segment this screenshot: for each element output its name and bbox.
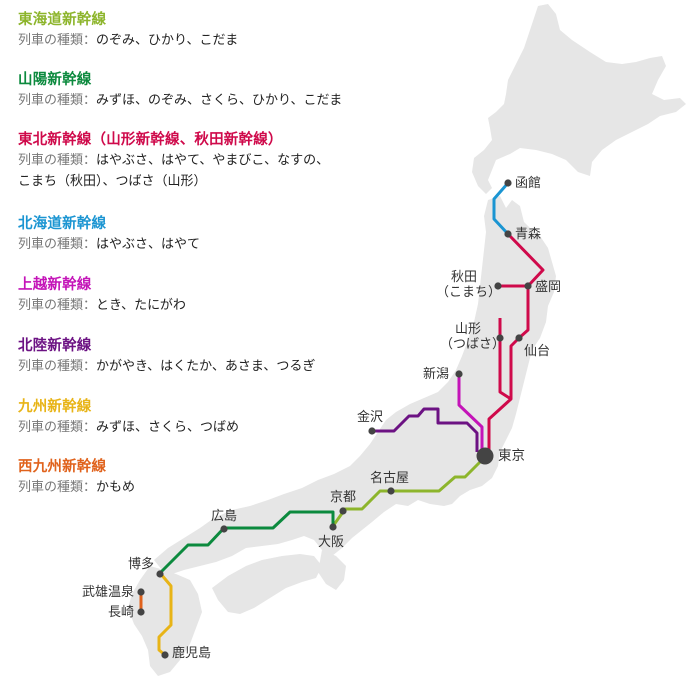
japan-landmass: [128, 4, 686, 676]
station-dot-sendai[interactable]: [515, 334, 523, 342]
line-name: 上越新幹線: [18, 277, 92, 293]
station-dot-nagasaki[interactable]: [137, 608, 145, 616]
line-name: 西九州新幹線: [18, 459, 107, 475]
station-dot-hakata[interactable]: [156, 570, 164, 578]
station-label-yamagata: 山形 （つばさ）: [440, 322, 506, 352]
station-label-tokyo: 東京: [498, 448, 525, 464]
legend-item-kyushu: 九州新幹線 列車の種類：みずほ、さくら、つばめ: [18, 397, 239, 438]
train-types-label: 列車の種類：: [18, 359, 97, 374]
line-name: 北海道新幹線: [18, 216, 107, 232]
kyushu-shinkansen-line: [157, 572, 173, 657]
train-types-values: のぞみ、ひかり、こだま: [96, 33, 239, 48]
station-label-aomori: 青森: [515, 227, 542, 242]
station-label-akita-name: 秋田: [450, 270, 477, 285]
train-types: 列車の種類：かもめ: [18, 478, 135, 498]
train-types-continued: こまち（秋田）、つばさ（山形）: [18, 172, 329, 192]
train-types-values: かもめ: [96, 480, 136, 495]
yamagata-shinkansen-line: [498, 318, 512, 401]
line-name: 東北新幹線（山形新幹線、秋田新幹線）: [18, 132, 283, 148]
station-dot-nagoya[interactable]: [387, 487, 395, 495]
train-types-label: 列車の種類：: [18, 298, 97, 313]
station-label-nagasaki: 長崎: [107, 605, 134, 620]
station-label-morioka: 盛岡: [535, 280, 562, 295]
legend-item-nishikyushu: 西九州新幹線 列車の種類：かもめ: [18, 457, 135, 498]
station-label-yamagata-name: 山形: [454, 322, 481, 337]
train-types-values: とき、たにがわ: [96, 298, 186, 313]
train-types-values: はやぶさ、はやて: [96, 237, 201, 252]
joetsu-shinkansen-line: [457, 374, 484, 452]
train-types: 列車の種類：はやぶさ、はやて、やまびこ、なすの、: [18, 151, 329, 171]
station-dot-yamagata[interactable]: [496, 334, 504, 342]
station-label-nagoya: 名古屋: [370, 471, 410, 486]
station-dot-kyoto[interactable]: [339, 507, 347, 515]
train-types-values: みずほ、さくら、つばめ: [96, 420, 240, 435]
line-name: 九州新幹線: [18, 399, 92, 415]
station-label-hakata: 博多: [127, 557, 154, 572]
line-name: 山陽新幹線: [18, 72, 92, 88]
station-dot-takeo-onsen[interactable]: [137, 588, 145, 596]
shikoku-island: [212, 554, 322, 614]
station-dot-morioka[interactable]: [524, 282, 532, 290]
station-label-akita: 秋田 （こまち）: [436, 270, 502, 300]
legend-item-tohoku: 東北新幹線（山形新幹線、秋田新幹線） 列車の種類：はやぶさ、はやて、やまびこ、な…: [18, 130, 329, 192]
train-types-label: 列車の種類：: [18, 93, 97, 108]
train-types-label: 列車の種類：: [18, 420, 97, 435]
train-types: 列車の種類：かがやき、はくたか、あさま、つるぎ: [18, 357, 315, 377]
legend-item-joetsu: 上越新幹線 列車の種類：とき、たにがわ: [18, 275, 186, 316]
train-types-values: はやぶさ、はやて、やまびこ、なすの、: [96, 153, 330, 168]
legend-item-hokuriku: 北陸新幹線 列車の種類：かがやき、はくたか、あさま、つるぎ: [18, 336, 315, 377]
station-label-takeo-onsen: 武雄温泉: [81, 585, 134, 600]
train-types-label: 列車の種類：: [18, 33, 97, 48]
honshu-island: [154, 196, 556, 574]
train-types: 列車の種類：みずほ、のぞみ、さくら、ひかり、こだま: [18, 91, 342, 111]
train-types-label: 列車の種類：: [18, 480, 97, 495]
train-types-values: みずほ、のぞみ、さくら、ひかり、こだま: [96, 93, 343, 108]
station-dot-hakodate[interactable]: [504, 179, 512, 187]
station-label-hakodate: 函館: [515, 176, 542, 191]
station-label-hiroshima: 広島: [211, 509, 238, 524]
station-label-niigata: 新潟: [423, 367, 450, 382]
train-types: 列車の種類：のぞみ、ひかり、こだま: [18, 31, 238, 51]
hokkaido-shinkansen-line: [492, 182, 510, 236]
legend-item-sanyo: 山陽新幹線 列車の種類：みずほ、のぞみ、さくら、ひかり、こだま: [18, 70, 342, 111]
station-label-kanazawa: 金沢: [357, 410, 384, 425]
station-dot-aomori[interactable]: [504, 230, 512, 238]
sanyo-shinkansen-line: [158, 510, 335, 575]
train-types: 列車の種類：みずほ、さくら、つばめ: [18, 418, 239, 438]
train-types-values: かがやき、はくたか、あさま、つるぎ: [96, 359, 316, 374]
legend-item-tokaido: 東海道新幹線 列車の種類：のぞみ、ひかり、こだま: [18, 10, 238, 51]
train-types-label: 列車の種類：: [18, 237, 97, 252]
kii-peninsula: [318, 550, 346, 590]
station-label-kyoto: 京都: [330, 490, 357, 505]
line-name: 東海道新幹線: [18, 12, 107, 28]
hokkaido-island: [472, 4, 686, 194]
station-dot-kagoshima[interactable]: [161, 651, 169, 659]
train-types-label: 列車の種類：: [18, 153, 97, 168]
station-dot-niigata[interactable]: [455, 370, 463, 378]
station-dot-akita[interactable]: [494, 282, 502, 290]
station-dot-hiroshima[interactable]: [220, 525, 228, 533]
station-dot-tokyo[interactable]: [476, 447, 494, 465]
line-name: 北陸新幹線: [18, 338, 92, 354]
station-label-akita-sub: （こまち）: [436, 285, 502, 300]
legend-item-hokkaido: 北海道新幹線 列車の種類：はやぶさ、はやて: [18, 214, 200, 255]
hokuriku-shinkansen-line: [372, 407, 479, 452]
train-types: 列車の種類：とき、たにがわ: [18, 296, 186, 316]
train-types: 列車の種類：はやぶさ、はやて: [18, 235, 200, 255]
station-dot-kanazawa[interactable]: [368, 427, 376, 435]
station-label-osaka: 大阪: [318, 535, 345, 550]
station-dot-osaka[interactable]: [329, 523, 337, 531]
kyushu-island: [128, 566, 202, 676]
station-label-yamagata-sub: （つばさ）: [440, 337, 506, 352]
station-label-kagoshima: 鹿児島: [172, 646, 212, 661]
station-label-sendai: 仙台: [524, 344, 551, 359]
train-types-values-line2: こまち（秋田）、つばさ（山形）: [18, 174, 207, 189]
